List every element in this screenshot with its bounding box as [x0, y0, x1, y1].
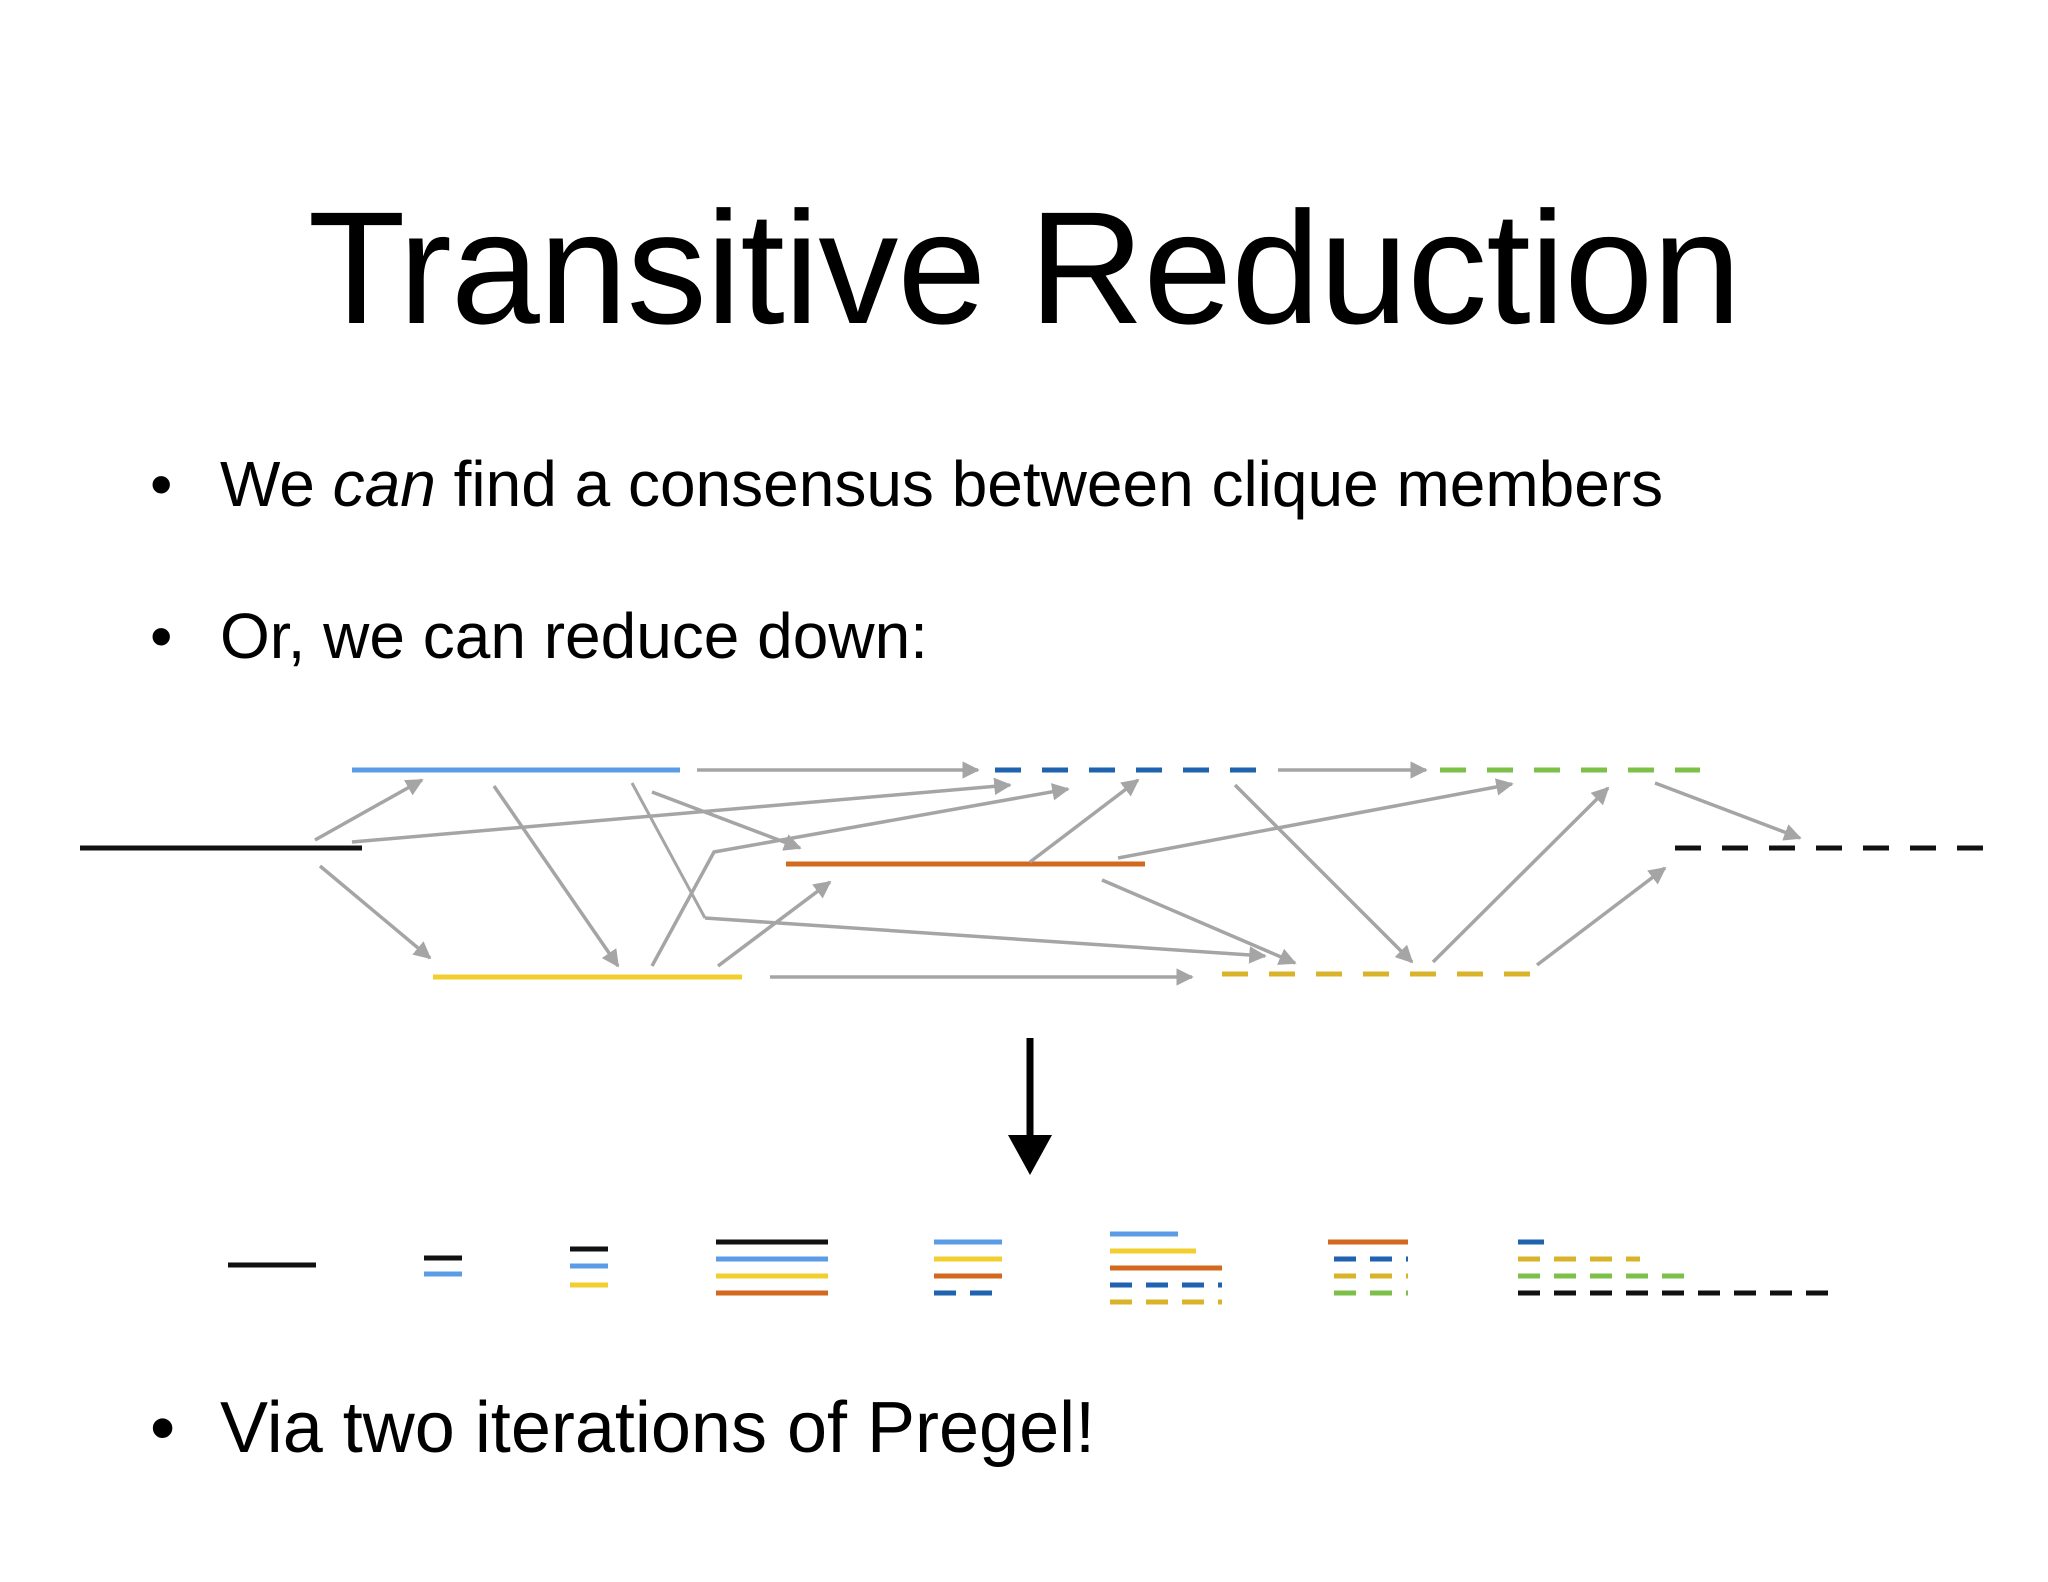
group-6 — [1110, 1231, 1222, 1305]
arrow — [1117, 778, 1514, 860]
arrow — [1431, 786, 1610, 964]
group-4 — [716, 1239, 828, 1296]
arrow — [651, 790, 802, 851]
arrow — [1233, 783, 1414, 964]
arrow — [704, 916, 1267, 964]
group-3 — [570, 1246, 608, 1288]
arrow — [492, 785, 620, 968]
bullet-dot: • — [150, 1388, 176, 1468]
bullet-reduce: • Or, we can reduce down: — [150, 596, 928, 676]
reduced-groups — [228, 1231, 1828, 1305]
bullet-text: Via two iterations of Pregel! — [220, 1388, 1096, 1468]
arrow — [314, 778, 424, 842]
bullet-dot: • — [150, 600, 173, 672]
bullet-text-emphasis: can — [332, 448, 436, 520]
bullet-text-post: find a consensus between clique members — [435, 448, 1664, 520]
arrow — [1535, 866, 1667, 967]
arrow — [716, 880, 832, 968]
bullet-dot: • — [150, 448, 173, 520]
reduce-down-arrow — [1008, 1038, 1052, 1175]
group-2 — [424, 1255, 462, 1277]
arrow — [1101, 878, 1297, 965]
bullet-consensus: • We can find a consensus between clique … — [150, 444, 1663, 524]
bullet-pregel: • Via two iterations of Pregel! — [150, 1388, 1095, 1468]
arrow — [650, 783, 1070, 967]
group-8 — [1518, 1239, 1828, 1296]
arrow — [1654, 781, 1802, 841]
arrow — [630, 782, 707, 919]
arrow — [351, 777, 1012, 844]
arrow — [1028, 778, 1140, 864]
group-5 — [934, 1239, 1002, 1296]
bullet-text-pre: We — [220, 448, 333, 520]
arrow — [318, 864, 432, 960]
slide-title: Transitive Reduction — [307, 178, 1742, 357]
segments-top — [80, 767, 1985, 980]
bullet-text: Or, we can reduce down: — [220, 600, 928, 672]
arrows — [314, 761, 1802, 986]
group-7 — [1328, 1239, 1408, 1296]
